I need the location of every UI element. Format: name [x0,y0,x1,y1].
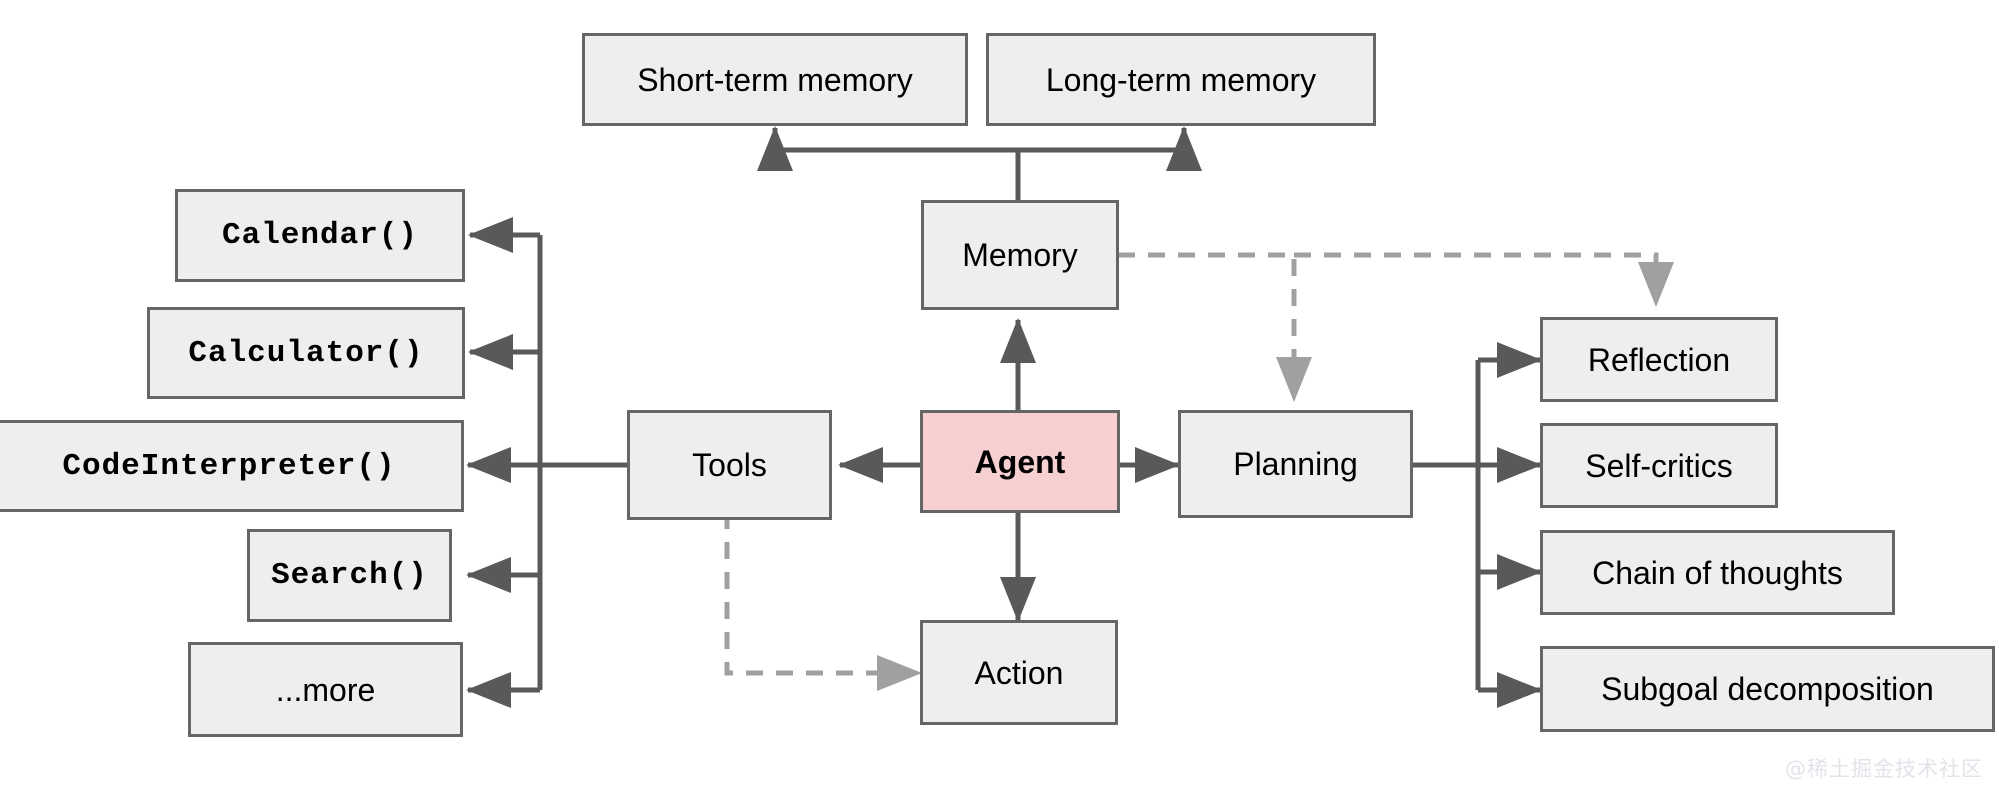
node-tool-more[interactable]: ...more [188,642,463,737]
node-agent[interactable]: Agent [920,410,1120,513]
node-label: Calendar() [221,218,419,253]
node-label: ...more [275,671,376,708]
node-plan-self-critics[interactable]: Self-critics [1540,423,1778,508]
node-label: CodeInterpreter() [62,448,396,484]
node-short-term-memory[interactable]: Short-term memory [582,33,968,126]
node-tool-search[interactable]: Search() [247,529,452,622]
node-label: Memory [962,237,1078,273]
node-tool-codeinterpreter[interactable]: CodeInterpreter() [0,420,464,512]
node-tool-calculator[interactable]: Calculator() [147,307,465,399]
node-planning[interactable]: Planning [1178,410,1413,518]
node-plan-chain-of-thoughts[interactable]: Chain of thoughts [1540,530,1895,615]
node-tools[interactable]: Tools [627,410,832,520]
node-plan-reflection[interactable]: Reflection [1540,317,1778,402]
node-label: Action [974,654,1064,691]
watermark: @稀土掘金技术社区 [1785,757,1983,781]
node-memory[interactable]: Memory [921,200,1119,310]
node-label: Tools [692,447,767,483]
node-label: Long-term memory [1045,61,1317,98]
node-action[interactable]: Action [920,620,1118,725]
node-label: Chain of thoughts [1592,554,1843,591]
node-label: Subgoal decomposition [1601,671,1934,707]
node-tool-calendar[interactable]: Calendar() [175,189,465,282]
node-label: Self-critics [1585,447,1733,484]
node-label: Short-term memory [637,61,913,98]
node-label: Reflection [1587,341,1731,378]
node-label: Search() [271,558,428,593]
node-label: Planning [1233,446,1358,482]
node-label: Calculator() [188,335,424,371]
node-label: Agent [974,443,1066,480]
node-long-term-memory[interactable]: Long-term memory [986,33,1376,126]
node-plan-subgoal-decomposition[interactable]: Subgoal decomposition [1540,646,1995,732]
